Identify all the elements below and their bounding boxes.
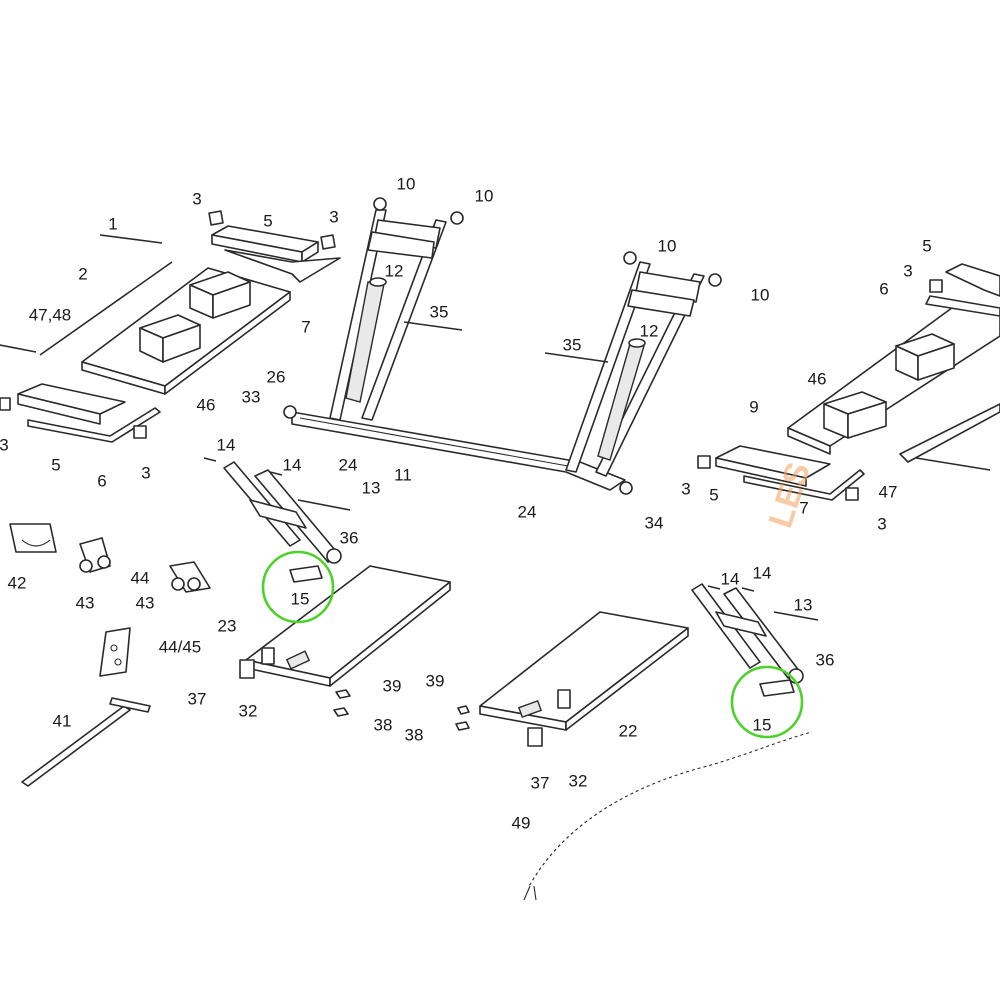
- right-scissor-column: [565, 251, 722, 477]
- callout-c13a: 13: [362, 478, 381, 497]
- callout-c10a: 10: [397, 174, 416, 193]
- callout-c10b: 10: [475, 186, 494, 205]
- callout-c24b: 24: [518, 502, 537, 521]
- callout-c4748a: 47,48: [29, 305, 72, 324]
- highlight-circle-part-15-left: [261, 550, 335, 624]
- callout-c10c: 10: [658, 236, 677, 255]
- callout-c3e: 3: [903, 261, 912, 280]
- right-pad-15: [759, 679, 795, 697]
- callout-c4445: 44/45: [159, 637, 202, 656]
- callout-c24a: 24: [339, 455, 358, 474]
- callout-c39b: 39: [426, 671, 445, 690]
- left-pad-15: [289, 565, 323, 583]
- callout-c15a: 15: [291, 589, 310, 608]
- callout-c36b: 36: [816, 650, 835, 669]
- axles-35: [403, 321, 609, 363]
- right-bottom-plate-5-7: [697, 445, 865, 501]
- callout-c38a: 38: [374, 715, 393, 734]
- callout-c14c: 14: [721, 569, 740, 588]
- callout-c46a: 46: [197, 395, 216, 414]
- callout-c6b: 6: [879, 279, 888, 298]
- callout-c35b: 35: [563, 335, 582, 354]
- callout-c3c: 3: [0, 435, 9, 454]
- callout-c12b: 12: [640, 321, 659, 340]
- callout-c46b: 46: [808, 369, 827, 388]
- left-rods: [0, 234, 173, 356]
- callout-c43a: 43: [76, 593, 95, 612]
- callout-c3f: 3: [681, 479, 690, 498]
- callout-c5d: 5: [709, 485, 718, 504]
- left-scissor-column: [329, 197, 464, 421]
- callout-c47: 47: [879, 482, 898, 501]
- callout-c13b: 13: [794, 595, 813, 614]
- callout-c42: 42: [8, 573, 27, 592]
- callout-c37b: 37: [531, 773, 550, 792]
- left-bottom-plate-5-6: [0, 383, 161, 443]
- right-top-plate-5-6: [925, 263, 1000, 317]
- callout-c23: 23: [218, 616, 237, 635]
- callout-c32a: 32: [239, 701, 258, 720]
- callout-c26: 26: [267, 367, 286, 386]
- callout-c33: 33: [242, 387, 261, 406]
- small-clips-38-39: [333, 689, 470, 731]
- callout-c9: 9: [749, 397, 758, 416]
- callout-c10d: 10: [751, 285, 770, 304]
- callout-c7b: 7: [799, 498, 808, 517]
- cable-49: [523, 730, 813, 901]
- callout-c5c: 5: [922, 236, 931, 255]
- callout-c38b: 38: [405, 725, 424, 744]
- callout-c5b: 5: [51, 455, 60, 474]
- callout-c3g: 3: [877, 514, 886, 533]
- highlight-circle-part-15-right: [730, 665, 804, 739]
- callout-c14d: 14: [753, 563, 772, 582]
- callout-c36a: 36: [340, 528, 359, 547]
- callout-c22: 22: [619, 721, 638, 740]
- brackets-42-43-44: [9, 523, 211, 593]
- callout-c12a: 12: [385, 261, 404, 280]
- callout-c32b: 32: [569, 771, 588, 790]
- callout-c34: 34: [645, 513, 664, 532]
- callout-c49: 49: [512, 813, 531, 832]
- callout-c11: 11: [394, 465, 412, 484]
- lever-41: [21, 697, 151, 787]
- right-main-platform: [787, 301, 1000, 471]
- callout-c37a: 37: [188, 689, 207, 708]
- callout-c3b: 3: [329, 207, 338, 226]
- callout-c14b: 14: [283, 455, 302, 474]
- left-arm-36: [203, 457, 351, 564]
- callout-c3d: 3: [141, 463, 150, 482]
- left-lower-plate-23: [239, 565, 451, 687]
- callout-c41: 41: [53, 711, 72, 730]
- callout-c7a: 7: [301, 317, 310, 336]
- bracket-44-45: [99, 627, 131, 677]
- callout-c3a: 3: [192, 189, 201, 208]
- callout-c39a: 39: [383, 676, 402, 695]
- callout-c44: 44: [131, 568, 150, 587]
- callout-c5a: 5: [263, 211, 272, 230]
- callout-c2: 2: [78, 264, 87, 283]
- callout-c43b: 43: [136, 593, 155, 612]
- callout-c14a: 14: [217, 435, 236, 454]
- left-top-plate-5: [208, 210, 341, 283]
- center-lower-plate-22: [479, 611, 689, 747]
- callout-c6a: 6: [97, 471, 106, 490]
- callout-c15b: 15: [753, 715, 772, 734]
- callout-c1: 1: [108, 214, 117, 233]
- right-arm-36: [691, 583, 819, 684]
- left-main-platform-26: [81, 267, 291, 395]
- callout-c35a: 35: [430, 302, 449, 321]
